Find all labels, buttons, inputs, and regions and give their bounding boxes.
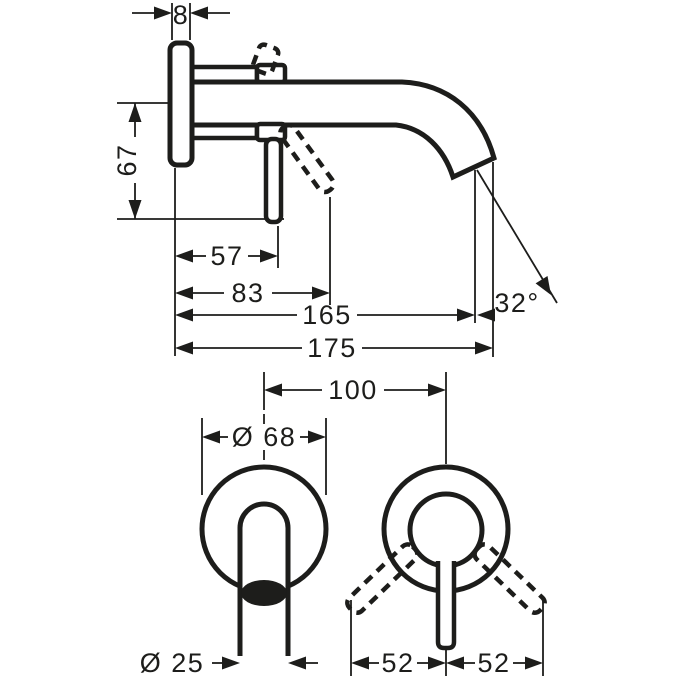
front-view-spout <box>199 464 329 656</box>
dimension-depth-175: 175 <box>175 162 494 363</box>
dim-center-distance-label: 100 <box>328 375 378 405</box>
dim-depth-83-label: 83 <box>231 278 264 308</box>
dim-depth-175-label: 175 <box>307 333 357 363</box>
handle-alt-up-dashed <box>250 42 281 77</box>
side-view <box>167 40 497 225</box>
dim-axis-to-handle-label: 67 <box>112 143 142 176</box>
dimension-spout-diameter-25: Ø 25 <box>140 648 318 678</box>
wall-plate <box>167 40 195 168</box>
lever-down-solid <box>435 561 457 651</box>
dimension-center-distance-100: 100 <box>263 372 447 464</box>
dim-depth-57-label: 57 <box>210 241 243 271</box>
handle-lever-side <box>263 136 284 225</box>
upper-handle-base <box>254 62 288 85</box>
dim-lever-left-label: 52 <box>381 648 414 678</box>
dimension-depth-165: 165 <box>175 170 495 330</box>
dimension-lever-reach-52-52: 52 52 <box>350 597 544 678</box>
dimension-spray-angle-32: 32° <box>476 169 558 318</box>
handle-ring <box>407 491 485 569</box>
spout-opening <box>241 580 287 606</box>
dimension-plate-thickness-8: 8 <box>132 0 230 40</box>
front-view-valve <box>345 464 547 651</box>
dimension-depth-57: 57 <box>174 168 279 356</box>
handle-alt-angle-dashed <box>278 122 336 195</box>
dimension-axis-to-handle-67: 67 <box>112 102 284 220</box>
spout-side <box>189 79 497 181</box>
dimension-escutcheon-68: Ø 68 <box>201 418 327 495</box>
dim-depth-165-label: 165 <box>302 300 352 330</box>
dim-spray-angle-label: 32° <box>494 288 539 318</box>
dim-plate-thickness-label: 8 <box>173 0 190 30</box>
dimension-depth-83: 83 <box>175 197 331 308</box>
dim-escutcheon-label: Ø 68 <box>232 422 297 452</box>
dim-lever-right-label: 52 <box>477 648 510 678</box>
dim-spout-diameter-label: Ø 25 <box>140 648 205 678</box>
